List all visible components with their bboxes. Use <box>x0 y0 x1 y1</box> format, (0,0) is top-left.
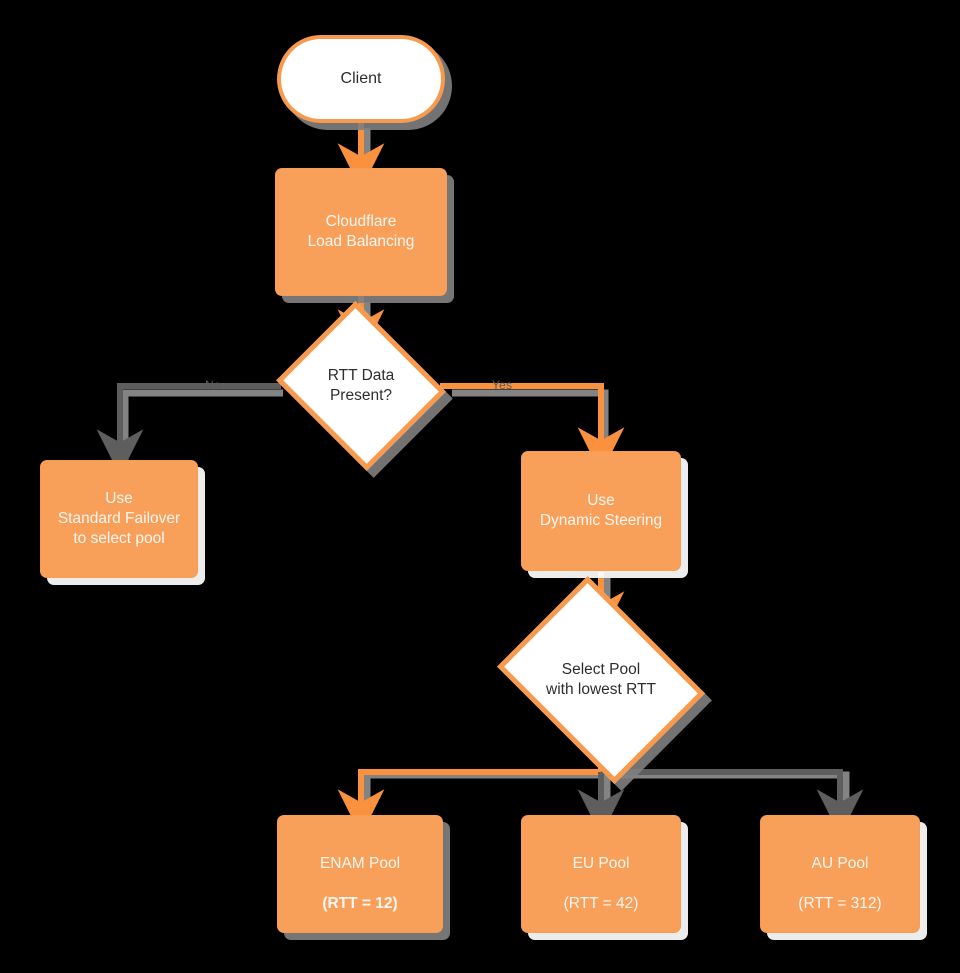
node-au-pool-rtt: (RTT = 312) <box>798 894 882 912</box>
edge-select-au <box>601 769 864 837</box>
node-standard-failover[interactable]: Use Standard Failover to select pool <box>40 460 198 578</box>
node-dynamic-steering-label: Use Dynamic Steering <box>539 492 663 529</box>
node-enam-pool-rtt: (RTT = 12) <box>322 894 398 912</box>
node-select-pool-lowest-rtt[interactable]: Select Pool with lowest RTT <box>497 576 712 791</box>
node-eu-pool-title: EU Pool <box>572 855 630 873</box>
node-standard-failover-label: Use Standard Failover to select pool <box>57 490 181 547</box>
node-cloudflare-load-balancing-label: Cloudflare Load Balancing <box>307 213 415 250</box>
node-rtt-data-present-label: RTT Data Present? <box>327 367 395 404</box>
node-client[interactable]: Client <box>277 35 445 123</box>
node-au-pool-label: AU Pool (RTT = 312) <box>792 834 887 913</box>
edge-rtt-no <box>96 383 281 477</box>
node-rtt-data-present[interactable]: RTT Data Present? <box>276 301 453 478</box>
node-dynamic-steering[interactable]: Use Dynamic Steering <box>521 451 681 571</box>
node-enam-pool[interactable]: ENAM Pool (RTT = 12) <box>277 815 443 933</box>
node-eu-pool[interactable]: EU Pool (RTT = 42) <box>521 815 681 933</box>
edge-label-yes: Yes <box>492 378 513 392</box>
node-cloudflare-load-balancing[interactable]: Cloudflare Load Balancing <box>275 168 447 296</box>
node-enam-pool-label: ENAM Pool (RTT = 12) <box>314 834 406 913</box>
edge-rtt-yes <box>440 383 625 475</box>
connector-shadows <box>121 128 850 822</box>
node-au-pool[interactable]: AU Pool (RTT = 312) <box>760 815 920 933</box>
node-eu-pool-label: EU Pool (RTT = 42) <box>558 834 645 913</box>
node-select-pool-lowest-rtt-label: Select Pool with lowest RTT <box>546 661 656 698</box>
edge-label-no: No <box>205 378 221 392</box>
node-enam-pool-title: ENAM Pool <box>319 855 401 873</box>
node-client-label: Client <box>340 69 382 87</box>
node-au-pool-title: AU Pool <box>811 855 869 873</box>
node-eu-pool-rtt: (RTT = 42) <box>563 894 639 912</box>
